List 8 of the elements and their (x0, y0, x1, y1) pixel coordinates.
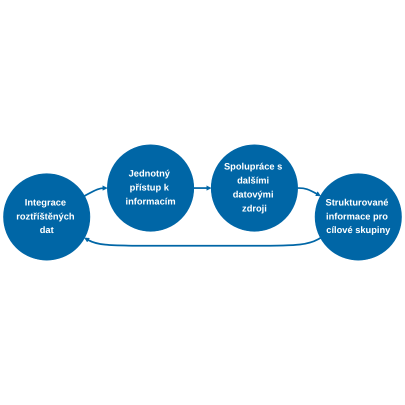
node-circle: Jednotný přístup k informacím (107, 144, 194, 232)
arrow (84, 186, 108, 197)
arrow (84, 237, 321, 247)
arrow (298, 187, 321, 196)
node-circle: Strukturované informace pro cílové skupiny (314, 173, 402, 260)
arrow (194, 186, 212, 191)
node-circle: Integrace roztříštěných dat (3, 173, 90, 260)
node-circle: Spolupráce s dalšími datovými zdroji (210, 144, 298, 232)
